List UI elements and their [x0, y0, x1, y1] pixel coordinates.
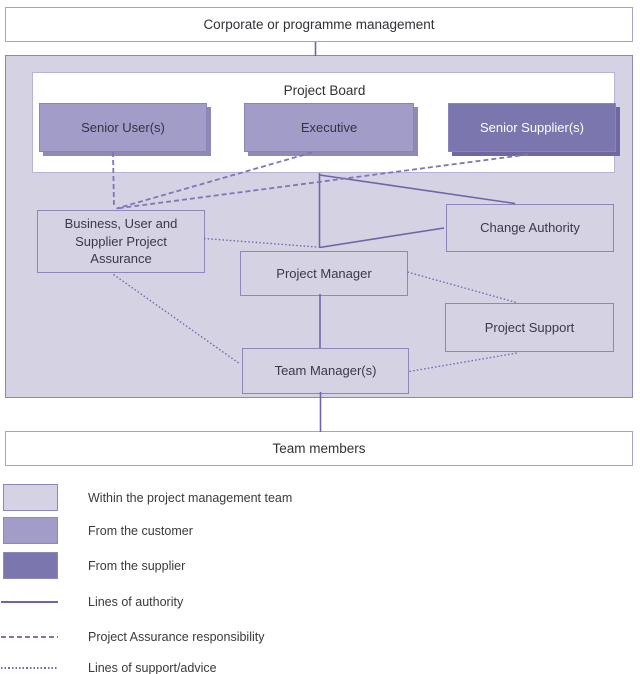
executive-label: Executive [300, 120, 358, 135]
legend-swatch-from-supplier [3, 552, 58, 579]
project-support-box: Project Support [445, 303, 614, 352]
team-members-box: Team members [5, 431, 633, 466]
legend-swatch-from-customer [3, 517, 58, 544]
legend-key-solid-line [1, 601, 58, 603]
executive-box: Executive [244, 103, 414, 152]
project-board-title: Project Board [283, 82, 366, 98]
change-authority-box: Change Authority [446, 204, 614, 252]
legend-label-from-customer: From the customer [88, 523, 193, 538]
legend-label-lines-of-authority: Lines of authority [88, 595, 184, 609]
corporate-management-box: Corporate or programme management [5, 7, 633, 42]
senior-user-box: Senior User(s) [39, 103, 207, 152]
legend-label-assurance-responsibility: Project Assurance responsibility [88, 630, 265, 644]
project-management-team-container: Project Board Senior User(s) Executive S… [5, 55, 633, 398]
project-manager-label: Project Manager [276, 265, 372, 281]
legend-label-support-advice: Lines of support/advice [88, 661, 217, 674]
legend-label-from-supplier: From the supplier [88, 558, 186, 573]
senior-user-label: Senior User(s) [81, 120, 165, 135]
project-assurance-label: Business, User and Supplier Project Assu… [64, 216, 178, 267]
team-manager-box: Team Manager(s) [242, 348, 409, 394]
corporate-management-label: Corporate or programme management [203, 17, 435, 32]
legend-key-dotted-line [1, 667, 58, 669]
legend-key-dashed-line [1, 636, 58, 638]
project-support-label: Project Support [484, 319, 575, 335]
project-board-panel: Project Board Senior User(s) Executive S… [32, 72, 616, 173]
legend-swatch-within-team [3, 484, 58, 511]
change-authority-label: Change Authority [480, 220, 580, 236]
team-manager-label: Team Manager(s) [274, 363, 377, 379]
project-manager-box: Project Manager [240, 251, 408, 296]
senior-supplier-box: Senior Supplier(s) [448, 103, 616, 152]
team-members-label: Team members [272, 441, 366, 456]
project-assurance-box: Business, User and Supplier Project Assu… [37, 210, 205, 273]
legend-label-within-team: Within the project management team [88, 490, 293, 505]
senior-supplier-label: Senior Supplier(s) [479, 120, 585, 135]
